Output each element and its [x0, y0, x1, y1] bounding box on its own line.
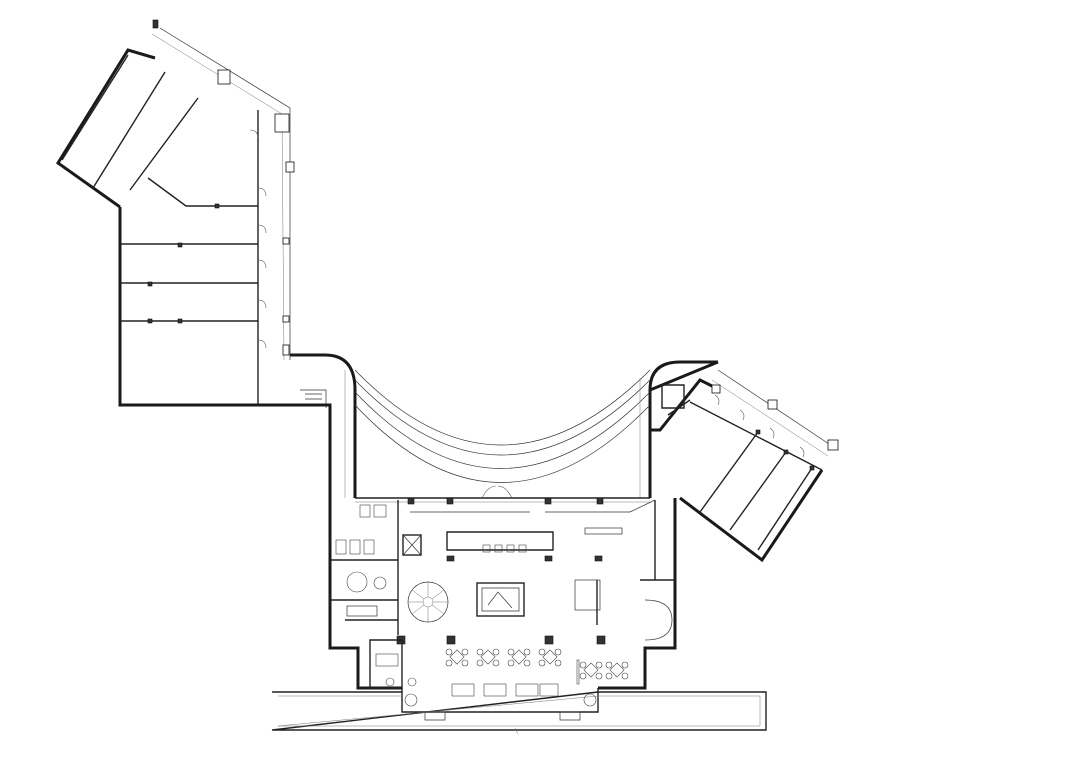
right-wing-partition-2 — [729, 451, 787, 531]
court-arc-1 — [354, 369, 651, 446]
main-hall-north-door — [481, 485, 513, 499]
right-wing — [649, 360, 839, 563]
left-wing-partition-1 — [92, 71, 166, 189]
south-facade — [401, 688, 599, 713]
east-display — [574, 579, 601, 611]
right-wing-columns — [711, 384, 839, 471]
left-wing-doors — [249, 129, 267, 349]
main-hall-outer-wall — [328, 498, 677, 690]
right-wing-service-core — [661, 384, 691, 416]
central-model — [476, 582, 525, 617]
elevator — [402, 534, 422, 556]
display-table — [584, 527, 623, 535]
south-lounge — [369, 639, 629, 721]
main-hall-east-partition — [640, 500, 675, 581]
restrooms — [335, 504, 387, 593]
left-wing-stair — [300, 389, 327, 408]
west-office-desk — [346, 605, 378, 617]
court-arc-2 — [354, 379, 651, 456]
court-west-wall — [290, 353, 357, 498]
court-arc-3 — [354, 391, 651, 469]
left-wing-angled-partition — [147, 177, 258, 207]
court-arc-4 — [354, 404, 651, 483]
terrace — [271, 691, 767, 735]
left-wing-glazing — [159, 27, 291, 360]
right-wing-partition-1 — [699, 431, 759, 513]
right-wing-inner-wall — [689, 401, 823, 471]
right-wing-partition-3 — [757, 467, 813, 551]
east-lounge-curve — [644, 599, 673, 641]
main-hall-west-partition — [330, 500, 399, 635]
left-wing — [55, 19, 327, 408]
dining-tables — [445, 648, 629, 680]
reception-counter — [446, 531, 554, 551]
right-wing-doors — [714, 394, 805, 458]
spiral-staircase — [407, 581, 449, 623]
main-hall — [328, 485, 677, 690]
entrance-court — [290, 353, 718, 498]
left-wing-partition-2 — [129, 97, 199, 191]
sofa-groups — [451, 659, 580, 697]
left-wing-west-wall — [118, 207, 300, 407]
west-room-furniture — [375, 653, 417, 687]
planters — [404, 693, 597, 707]
reception-stools — [482, 544, 527, 553]
left-wing-columns — [147, 19, 295, 356]
left-wing-outer-wall — [55, 48, 156, 209]
court-west-inner — [300, 403, 332, 498]
terrace-outline — [271, 691, 767, 731]
left-wing-partition-3 — [61, 54, 129, 161]
